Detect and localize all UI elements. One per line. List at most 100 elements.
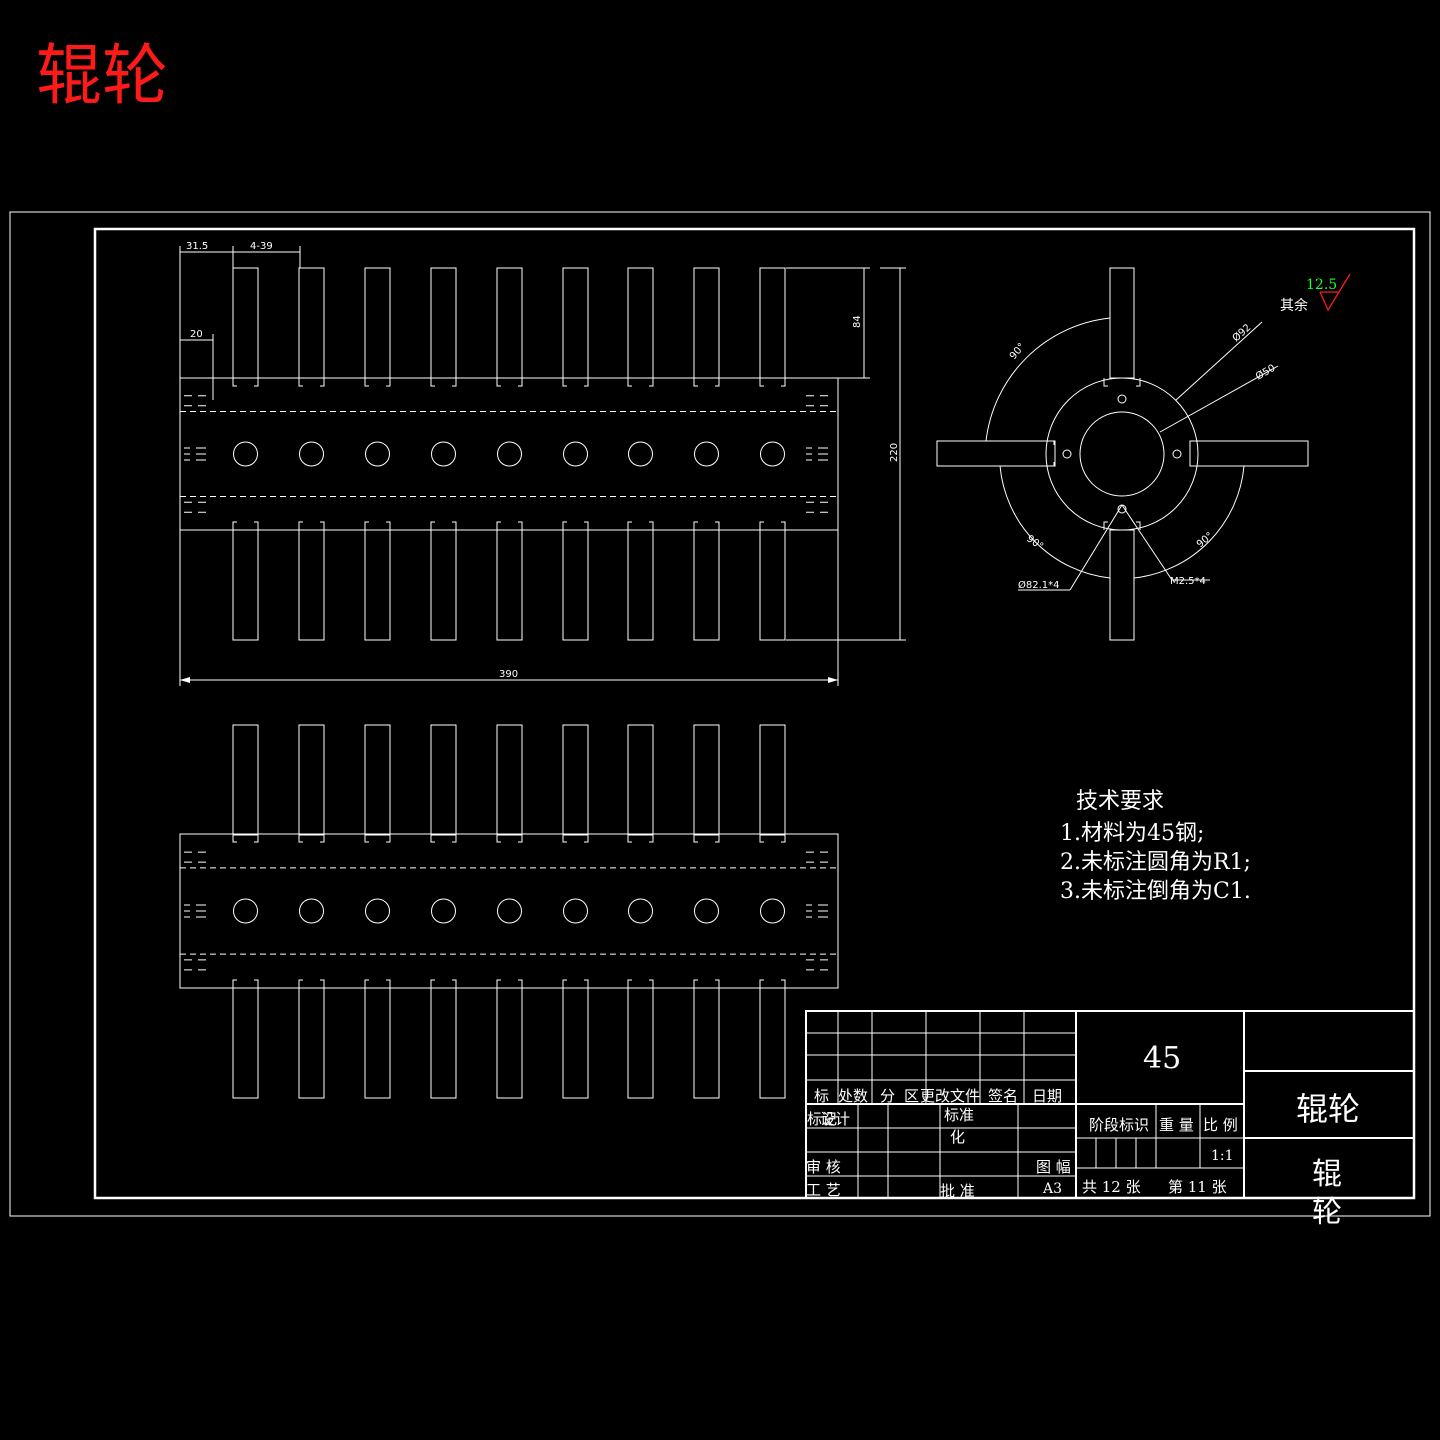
drawing-number-line-2: 轮	[1312, 1195, 1342, 1230]
tooth-top	[364, 267, 391, 379]
process-label: 工 艺	[806, 1181, 841, 1199]
bolt-hole	[497, 898, 522, 924]
drawing-number-line-1: 辊	[1312, 1157, 1342, 1192]
standardize-label-2: 化	[950, 1128, 965, 1146]
front-view-dimensions: 31.5 4-39 20 84 220 390	[179, 241, 906, 686]
bolt-hole	[365, 441, 390, 467]
dim-84: 84	[852, 315, 863, 328]
rev-header-date: 日期	[1032, 1087, 1062, 1105]
sheet-size-value: A3	[1042, 1181, 1062, 1197]
tooth-bottom	[627, 987, 654, 1099]
tooth-top	[232, 724, 259, 836]
tooth-bottom	[364, 987, 391, 1099]
bore-circle	[1079, 411, 1165, 497]
tooth-bottom	[298, 987, 325, 1099]
weight-label: 重 量	[1159, 1116, 1194, 1134]
bolt-hole	[760, 898, 785, 924]
thread-spec: M2.5*4	[1170, 576, 1206, 587]
bolt-hole	[233, 441, 258, 467]
title-block: 45 辊轮 辊 轮 阶段标识 重 量 比 例 1:1 共 12 张 第 11 张…	[805, 1010, 1415, 1230]
tooth-top	[364, 724, 391, 836]
roughness-label: 其余	[1280, 297, 1308, 314]
front-view	[179, 267, 839, 641]
tooth-bottom	[232, 529, 259, 641]
arm-bottom	[1109, 529, 1135, 641]
bolt-hole	[694, 441, 719, 467]
tooth-top	[496, 724, 523, 836]
angle-bottom-left: 90°	[1024, 533, 1045, 552]
roughness-value: 12.5	[1306, 277, 1337, 293]
rev-header-division: 分	[880, 1087, 895, 1105]
bolt-hole	[694, 898, 719, 924]
tooth-bottom	[430, 987, 457, 1099]
material: 45	[1143, 1041, 1181, 1076]
tooth-top	[562, 724, 589, 836]
tooth-top	[298, 267, 325, 379]
tooth-bottom	[693, 529, 720, 641]
bolt-hole	[431, 441, 456, 467]
tooth-bottom	[693, 987, 720, 1099]
check-label: 审 核	[806, 1158, 841, 1176]
tooth-bottom	[562, 987, 589, 1099]
tooth-bottom	[496, 987, 523, 1099]
tooth-top	[562, 267, 589, 379]
tooth-top	[627, 724, 654, 836]
tech-req-item-2: 2.未标注圆角为R1;	[1060, 850, 1251, 875]
rev-header-sign: 签名	[988, 1087, 1018, 1105]
rev-header-zone: 区	[904, 1087, 919, 1105]
tooth-top	[298, 724, 325, 836]
tooth-bottom	[627, 529, 654, 641]
dim-390: 390	[499, 669, 518, 680]
dim-4-39: 4-39	[250, 241, 273, 252]
approve-label: 批 准	[940, 1182, 975, 1200]
mark-label: 标记	[807, 1110, 837, 1128]
bolt-hole	[299, 441, 324, 467]
surface-roughness: 12.5 其余	[1280, 273, 1351, 314]
bolt-hole	[628, 441, 653, 467]
dim-20: 20	[190, 329, 203, 340]
tech-req-item-3: 3.未标注倒角为C1.	[1060, 879, 1251, 904]
tooth-bottom	[232, 987, 259, 1099]
rev-header-doc: 更改文件	[920, 1087, 980, 1105]
roughness-symbol-icon	[1319, 273, 1351, 312]
tech-req-item-1: 1.材料为45钢;	[1060, 821, 1204, 846]
tooth-bottom	[562, 529, 589, 641]
arm-top	[1109, 267, 1135, 379]
arm-right	[1189, 440, 1309, 467]
hole-spec: Ø82.1*4	[1018, 579, 1060, 591]
tooth-bottom	[364, 529, 391, 641]
bolt-hole	[563, 441, 588, 467]
tooth-top	[430, 267, 457, 379]
hub-outer-circle	[1045, 377, 1199, 531]
bolt-hole	[431, 898, 456, 924]
tooth-bottom	[759, 529, 786, 641]
sheet-size-label: 图 幅	[1036, 1158, 1071, 1176]
bolt-hole	[497, 441, 522, 467]
sheet-number: 第 11 张	[1168, 1178, 1227, 1196]
tooth-bottom	[759, 987, 786, 1099]
tooth-top	[693, 724, 720, 836]
side-view: 90° 90° 90° Ø92 Ø50 Ø82.1*4 M2.5*4	[936, 267, 1309, 641]
bolt-hole	[628, 898, 653, 924]
drawing-title: 辊轮	[36, 37, 168, 114]
design-label: 设计	[820, 1110, 850, 1128]
dia-50: Ø50	[1254, 362, 1278, 383]
tooth-top	[759, 267, 786, 379]
bolt-hole	[233, 898, 258, 924]
tooth-top	[693, 267, 720, 379]
tooth-bottom	[298, 529, 325, 641]
bolt-hole	[365, 898, 390, 924]
tooth-top	[496, 267, 523, 379]
standardize-label: 标准	[944, 1106, 974, 1124]
scale-label: 比 例	[1203, 1116, 1238, 1134]
angle-top: 90°	[1008, 341, 1028, 362]
stage-mark: 阶段标识	[1089, 1116, 1149, 1134]
tooth-top	[627, 267, 654, 379]
tooth-bottom	[430, 529, 457, 641]
bolt-hole	[760, 441, 785, 467]
bolt-hole	[563, 898, 588, 924]
dim-220: 220	[889, 443, 900, 462]
part-name: 辊轮	[1296, 1090, 1360, 1128]
tooth-bottom	[496, 529, 523, 641]
